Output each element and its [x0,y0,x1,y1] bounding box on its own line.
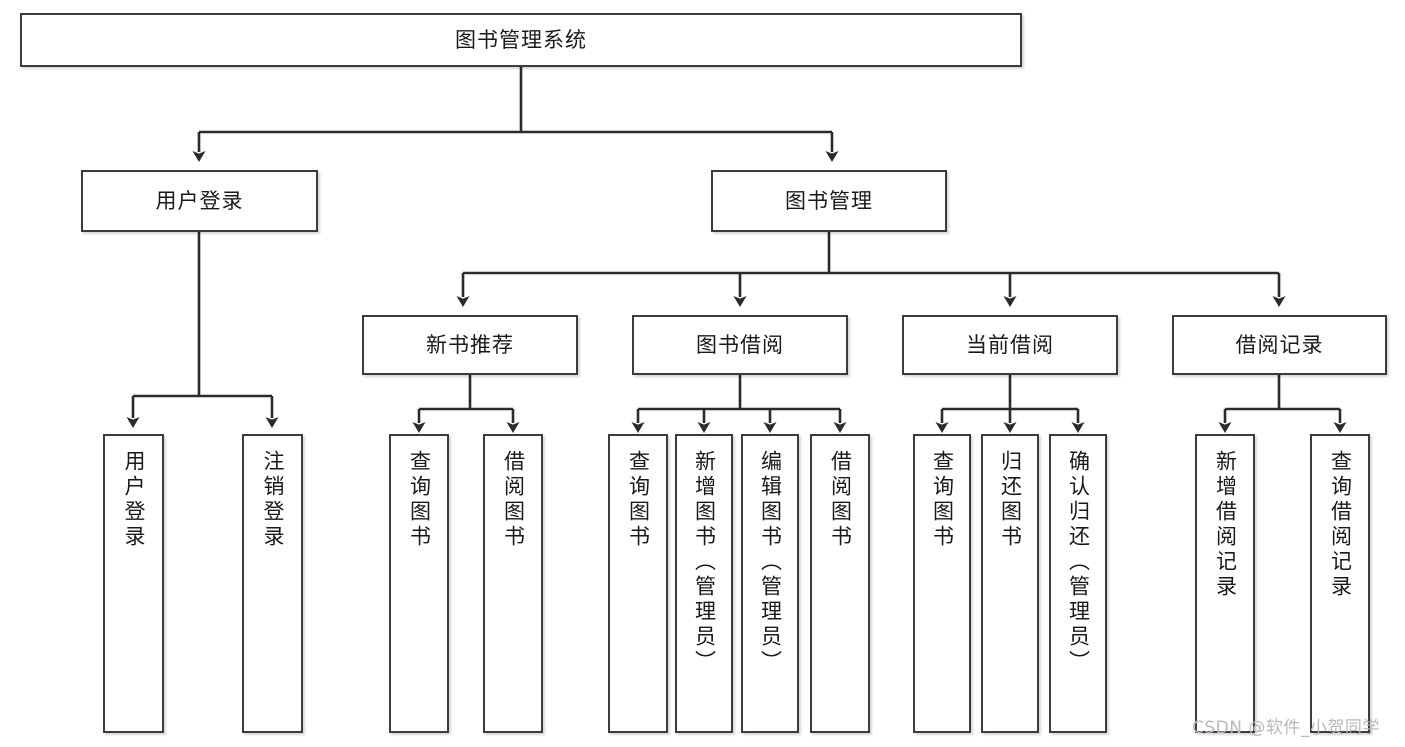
leaf-add-book[interactable]: 新增图书（管理员） [675,434,733,733]
watermark: CSDN @软件_小贺同学 [1192,718,1380,738]
leaf-query-record-label: 查询借阅记录 [1328,450,1353,600]
leaf-borrow-book-1-label: 借阅图书 [501,450,526,550]
node-current-borrow[interactable]: 当前借阅 [902,315,1118,375]
node-new-book-recommend-label: 新书推荐 [426,332,514,357]
leaf-confirm-return[interactable]: 确认归还（管理员） [1049,434,1107,733]
leaf-edit-book-label: 编辑图书（管理员） [758,450,783,675]
node-book-manage-label: 图书管理 [785,188,873,213]
leaf-user-login-label: 用户登录 [122,450,146,550]
leaf-query-book-2[interactable]: 查询图书 [608,434,668,733]
leaf-user-logout-label: 注销登录 [261,450,285,550]
node-new-book-recommend[interactable]: 新书推荐 [362,315,578,375]
leaf-query-book-3[interactable]: 查询图书 [913,434,971,733]
leaf-query-book-1-label: 查询图书 [407,450,432,550]
node-user-login-label: 用户登录 [155,188,244,213]
leaf-user-login[interactable]: 用户登录 [103,434,164,733]
node-current-borrow-label: 当前借阅 [966,332,1054,357]
node-book-manage[interactable]: 图书管理 [711,170,947,232]
leaf-add-record-label: 新增借阅记录 [1213,450,1238,600]
leaf-query-book-2-label: 查询图书 [626,450,651,550]
leaf-borrow-book-2-label: 借阅图书 [828,450,853,550]
leaf-return-book-label: 归还图书 [998,450,1023,550]
node-user-login[interactable]: 用户登录 [81,170,318,232]
leaf-borrow-book-1[interactable]: 借阅图书 [483,434,543,733]
leaf-borrow-book-2[interactable]: 借阅图书 [810,434,870,733]
node-borrow-record-label: 借阅记录 [1235,332,1324,357]
node-book-borrow-label: 图书借阅 [696,332,784,357]
leaf-query-book-3-label: 查询图书 [930,450,955,550]
leaf-query-record[interactable]: 查询借阅记录 [1310,434,1370,733]
leaf-return-book[interactable]: 归还图书 [981,434,1039,733]
node-borrow-record[interactable]: 借阅记录 [1172,315,1387,375]
node-root[interactable]: 图书管理系统 [20,13,1022,67]
leaf-add-book-label: 新增图书（管理员） [692,450,717,675]
leaf-add-record[interactable]: 新增借阅记录 [1195,434,1255,733]
leaf-edit-book[interactable]: 编辑图书（管理员） [741,434,799,733]
leaf-user-logout[interactable]: 注销登录 [242,434,303,733]
node-root-label: 图书管理系统 [455,27,587,52]
leaf-confirm-return-label: 确认归还（管理员） [1066,450,1091,675]
node-book-borrow[interactable]: 图书借阅 [632,315,848,375]
leaf-query-book-1[interactable]: 查询图书 [389,434,449,733]
